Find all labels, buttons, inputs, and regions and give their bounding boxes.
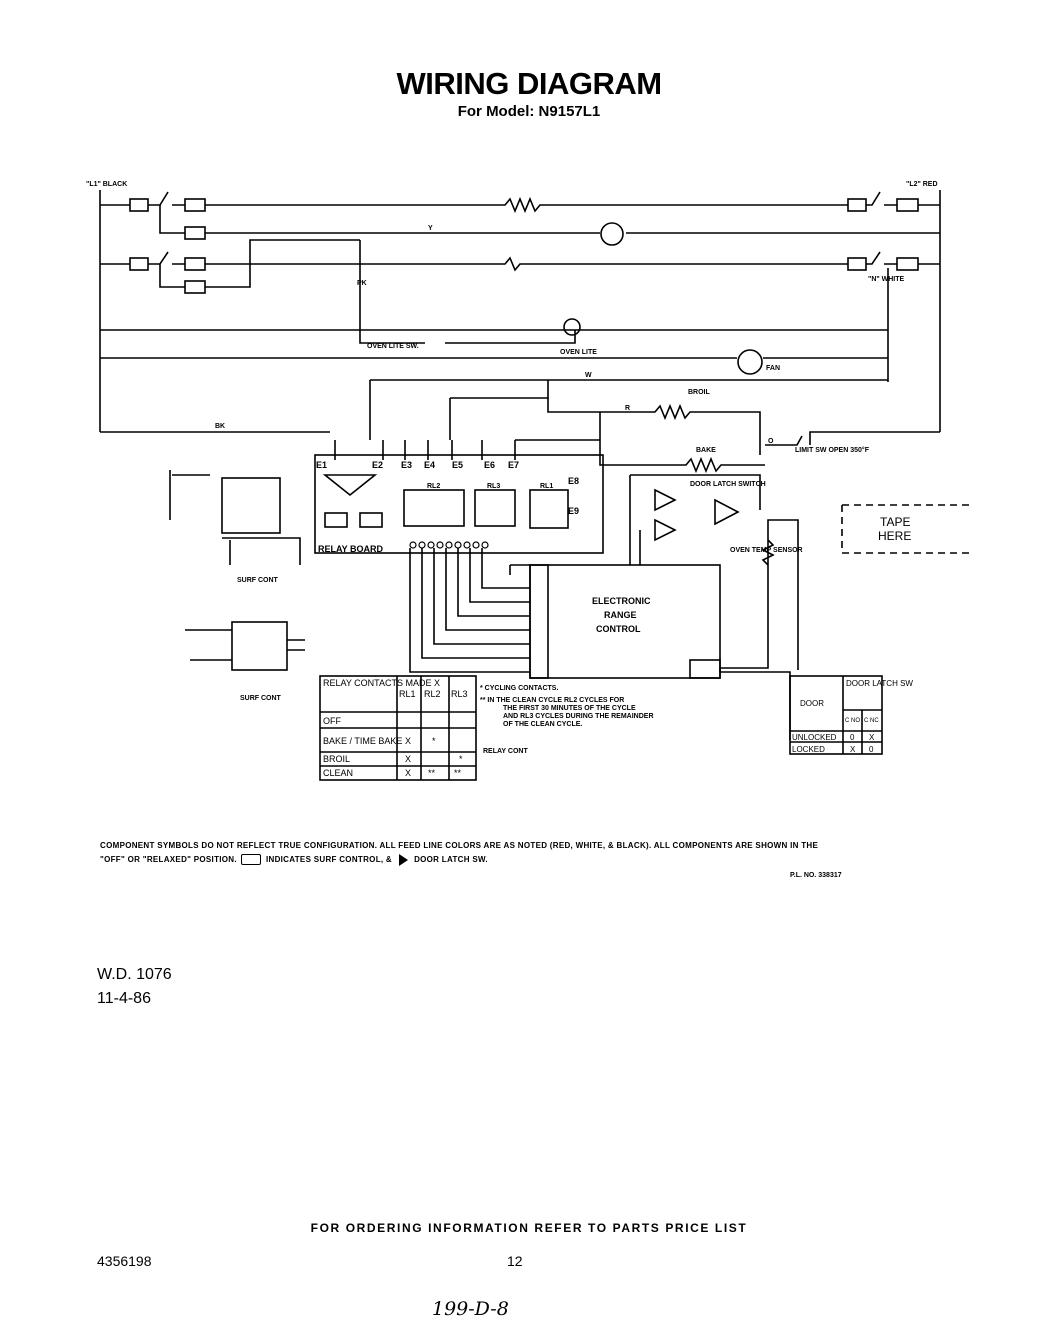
label-wire-w: W — [585, 372, 592, 379]
relay-table-cell: * — [432, 736, 436, 746]
relay-table-row-bake: BAKE / TIME BAKE — [323, 736, 402, 746]
door-table-cell: 0 — [850, 733, 855, 742]
relay-table-cell: X — [405, 736, 411, 746]
relay-table-row-broil: BROIL — [323, 754, 350, 764]
label-rl1: RL1 — [540, 483, 553, 490]
label-cycling-contacts: * CYCLING CONTACTS. — [480, 685, 558, 692]
wd-date: 11-4-86 — [97, 990, 151, 1007]
label-bake: BAKE — [696, 447, 716, 454]
door-table-cell: 0 — [869, 745, 874, 754]
label-l1-black: "L1" BLACK — [86, 181, 127, 188]
handwritten-note: 199-D-8 — [432, 1298, 509, 1320]
note-line-1: COMPONENT SYMBOLS DO NOT REFLECT TRUE CO… — [100, 841, 819, 850]
label-e2: E2 — [372, 460, 383, 470]
note-line-2: "OFF" OR "RELAXED" POSITION. INDICATES S… — [100, 853, 950, 867]
relay-table-header-rl1: RL1 — [399, 689, 416, 699]
label-clean-note-1: ** IN THE CLEAN CYCLE RL2 CYCLES FOR — [480, 697, 624, 704]
label-l2-red: "L2" RED — [906, 181, 938, 188]
label-e6: E6 — [484, 460, 495, 470]
label-here: HERE — [878, 529, 911, 543]
label-surf-cont: SURF CONT — [240, 695, 282, 702]
label-relay-board: RELAY BOARD — [318, 544, 384, 554]
relay-table-header-label: RELAY CONTACTS MADE X — [323, 678, 440, 688]
label-door-latch-switch: DOOR LATCH SWITCH — [690, 481, 766, 488]
label-wire-o: O — [768, 438, 774, 445]
note-line-2a: "OFF" OR "RELAXED" POSITION. — [100, 855, 237, 864]
label-clean-note-3: AND RL3 CYCLES DURING THE REMAINDER — [503, 713, 654, 720]
relay-table-row-clean: CLEAN — [323, 768, 353, 778]
page-subtitle: For Model: N9157L1 — [457, 103, 601, 120]
label-wire-y: Y — [428, 225, 433, 232]
label-erc-3: CONTROL — [596, 624, 641, 634]
label-oven-lite: OVEN LITE — [560, 349, 597, 356]
door-table-cell: X — [850, 745, 856, 754]
label-broil: BROIL — [688, 389, 711, 396]
label-erc-2: RANGE — [604, 610, 637, 620]
label-rl2: RL2 — [427, 483, 440, 490]
label-fan: FAN — [766, 365, 780, 372]
relay-table-row-off: OFF — [323, 716, 341, 726]
label-e5: E5 — [452, 460, 463, 470]
label-clean-note-4: OF THE CLEAN CYCLE. — [503, 721, 582, 728]
door-table-header: DOOR — [800, 699, 824, 708]
relay-table-cell: ** — [428, 768, 436, 778]
relay-table-header-rl2: RL2 — [424, 689, 441, 699]
page-title: WIRING DIAGRAM — [396, 66, 662, 101]
label-relay-cont: RELAY CONT — [483, 748, 528, 755]
part-number: P.L. NO. 338317 — [790, 872, 842, 879]
component-note: COMPONENT SYMBOLS DO NOT REFLECT TRUE CO… — [100, 839, 950, 867]
label-e7: E7 — [508, 460, 519, 470]
relay-table-cell: X — [405, 768, 411, 778]
label-oven-lite-sw: OVEN LITE SW. — [367, 343, 419, 350]
label-e9: E9 — [568, 506, 579, 516]
label-limit-sw: LIMIT SW OPEN 350°F — [795, 446, 870, 454]
relay-table-cell: * — [459, 754, 463, 764]
door-table-locked: LOCKED — [792, 745, 825, 754]
label-e8: E8 — [568, 476, 579, 486]
wd-number: W.D. 1076 — [97, 966, 172, 983]
label-wire-pk: PK — [357, 280, 367, 287]
label-e4: E4 — [424, 460, 435, 470]
label-surf-cont-2: SURF CONT — [237, 577, 279, 584]
page-number: 12 — [507, 1253, 523, 1269]
door-latch-triangle-icon — [398, 853, 408, 866]
document-number: 4356198 — [97, 1253, 152, 1269]
relay-table-header-rl3: RL3 — [451, 689, 468, 699]
relay-table-cell: X — [405, 754, 411, 764]
label-erc-1: ELECTRONIC — [592, 596, 651, 606]
label-rl3: RL3 — [487, 483, 500, 490]
door-table-cell: X — [869, 733, 875, 742]
surf-control-symbol-icon — [241, 854, 262, 866]
door-table-sub-2: C NC — [864, 718, 879, 724]
label-e1: E1 — [316, 460, 327, 470]
relay-table-cell: ** — [454, 768, 462, 778]
door-table-sub-1: C NO — [845, 718, 860, 724]
label-e3: E3 — [401, 460, 412, 470]
label-wire-r: R — [625, 405, 630, 412]
ordering-info: FOR ORDERING INFORMATION REFER TO PARTS … — [310, 1221, 748, 1235]
label-wire-bk: BK — [215, 423, 225, 430]
label-tape: TAPE — [880, 515, 910, 529]
note-line-2b: INDICATES SURF CONTROL, & — [265, 855, 392, 864]
note-line-2c: DOOR LATCH SW. — [414, 855, 488, 864]
label-clean-note-2: THE FIRST 30 MINUTES OF THE CYCLE — [503, 705, 636, 712]
door-table-header-latch: DOOR LATCH SW — [846, 679, 913, 688]
label-neutral-white: "N" WHITE — [868, 276, 905, 283]
door-table-unlocked: UNLOCKED — [792, 733, 837, 742]
label-oven-temp-sensor: OVEN TEMP SENSOR — [730, 547, 803, 554]
